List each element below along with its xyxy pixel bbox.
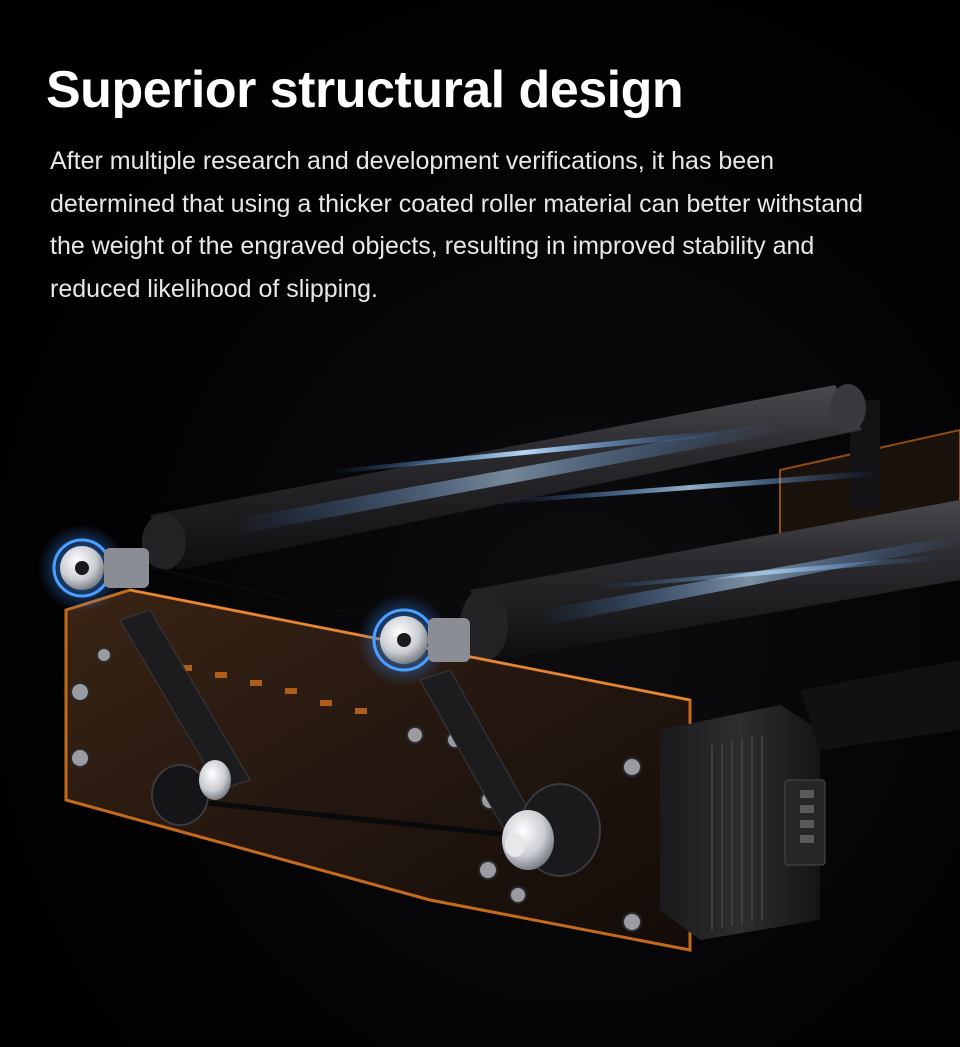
bearing-glow-right	[358, 594, 470, 686]
feature-description: After multiple research and development …	[50, 147, 863, 303]
upper-roller	[142, 384, 866, 570]
tension-knob	[151, 760, 231, 826]
rotary-roller-illustration	[38, 384, 960, 952]
bearing-glow-left	[38, 524, 149, 612]
stepper-motor	[660, 660, 960, 940]
lower-roller	[460, 500, 960, 661]
drive-pulley	[502, 783, 601, 877]
light-streaks	[330, 430, 940, 589]
feature-title: Superior structural design	[46, 61, 684, 119]
